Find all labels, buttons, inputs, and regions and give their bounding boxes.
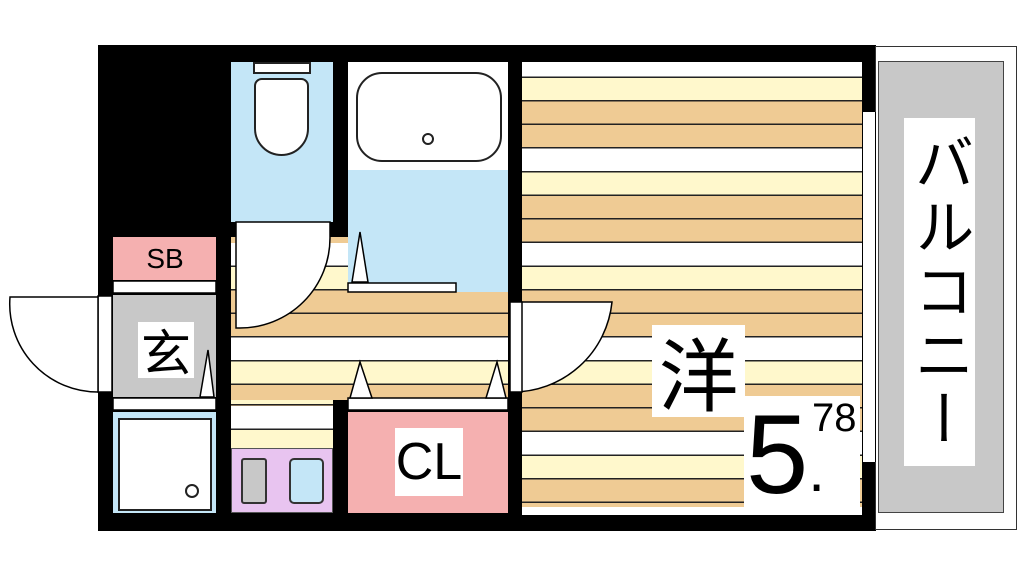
washer-drain-icon [185, 484, 199, 498]
drain-icon [422, 133, 434, 145]
entrance-inner-door [199, 349, 215, 398]
entrance-door [8, 296, 99, 393]
closet-door-frame [347, 397, 509, 411]
bathtub-icon [356, 72, 502, 162]
balcony-label: バルコニー [904, 118, 975, 466]
sliding-window [862, 112, 876, 462]
size-fraction: 78 [812, 396, 857, 440]
room-door [511, 301, 613, 393]
sink-icon [289, 458, 324, 504]
toilet-door [235, 221, 331, 329]
bath-folding-door [351, 231, 369, 283]
western-room-size: 5 . 78 [744, 396, 860, 514]
closet-label: CL [395, 428, 463, 496]
bath-door-frame [347, 282, 457, 293]
room-door-frame [509, 301, 523, 393]
western-room-label: 洋 [652, 325, 745, 422]
toilet-tank [253, 62, 311, 74]
shoe-box-label: SB [146, 242, 184, 275]
closet-door-right [484, 359, 507, 399]
closet-door-left [349, 359, 374, 399]
stove-icon [241, 458, 267, 504]
entrance-door-frame [97, 295, 113, 393]
washer-frame [112, 397, 217, 411]
size-main: 5 [746, 392, 809, 517]
kitchen-floor [231, 400, 333, 448]
toilet-icon [254, 78, 309, 156]
shoe-box-door-frame [112, 280, 217, 294]
entrance-label: 玄 [138, 322, 194, 382]
size-dot: . [808, 437, 825, 504]
